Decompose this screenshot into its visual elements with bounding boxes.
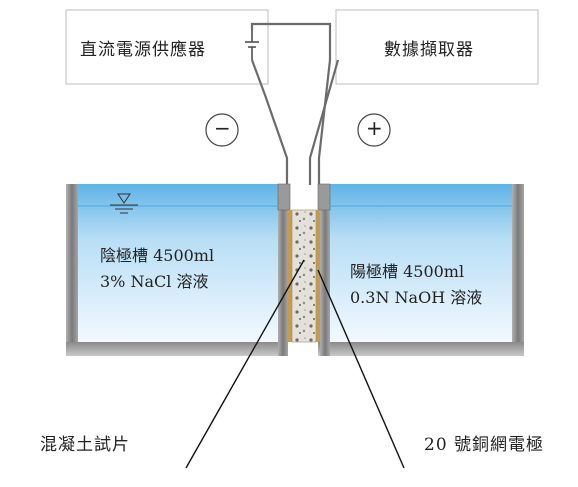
data-logger-label: 數據擷取器	[384, 40, 474, 60]
cathode-tank-line2: 3% NaCl 溶液	[100, 272, 209, 291]
right-copper-mesh	[316, 210, 320, 342]
negative-sign: −	[214, 116, 231, 140]
cathode-tank-line1: 陰極槽 4500ml	[100, 246, 215, 265]
right-clamp	[317, 183, 331, 211]
specimen-pointer-line	[185, 259, 305, 469]
negative-terminal-circle	[205, 113, 239, 147]
positive-sign: +	[366, 116, 383, 140]
left-clamp	[277, 183, 291, 211]
left-center-wall	[278, 184, 288, 356]
anode-tank-line1: 陽極槽 4500ml	[350, 262, 465, 281]
water-level-marker	[110, 193, 138, 214]
right-center-wall	[320, 184, 330, 356]
mesh-electrode-label: 20 號銅網電極	[424, 435, 545, 455]
dc-power-supply-box	[65, 9, 269, 85]
anode-tank	[318, 184, 524, 356]
battery-symbol	[245, 30, 259, 60]
data-logger-box	[335, 9, 539, 85]
wires	[250, 22, 340, 185]
concrete-specimen	[291, 209, 317, 343]
anode-tank-line2: 0.3N NaOH 溶液	[350, 288, 483, 307]
dc-power-supply-label: 直流電源供應器	[80, 40, 206, 60]
mesh-pointer-line	[317, 269, 405, 469]
cathode-tank	[66, 184, 286, 356]
left-copper-mesh	[288, 210, 292, 342]
positive-terminal-circle	[357, 113, 391, 147]
specimen-label: 混凝土試片	[40, 435, 130, 455]
